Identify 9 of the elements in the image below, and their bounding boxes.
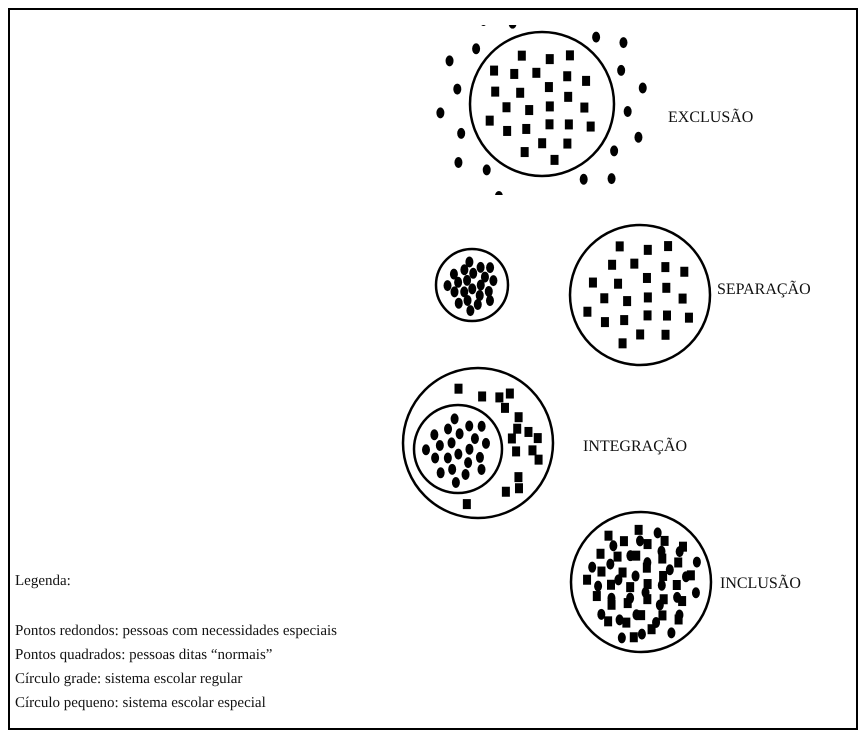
legend-text: Círculo grade: sistema escolar regular: [15, 671, 242, 688]
legend-heading: Legenda:: [15, 573, 71, 590]
stage-label: EXCLUSÃO: [668, 109, 754, 127]
legend-text: Círculo pequeno: sistema escolar especial: [15, 695, 266, 712]
stage-label: SEPARAÇÃO: [717, 281, 811, 299]
legend-text: Pontos redondos: pessoas com necessidades especiais: [15, 623, 338, 640]
stage-label: INTEGRAÇÃO: [583, 438, 687, 456]
legend-text: Pontos quadrados: pessoas ditas “normais”: [15, 647, 272, 664]
stage-label: INCLUSÃO: [720, 575, 801, 593]
